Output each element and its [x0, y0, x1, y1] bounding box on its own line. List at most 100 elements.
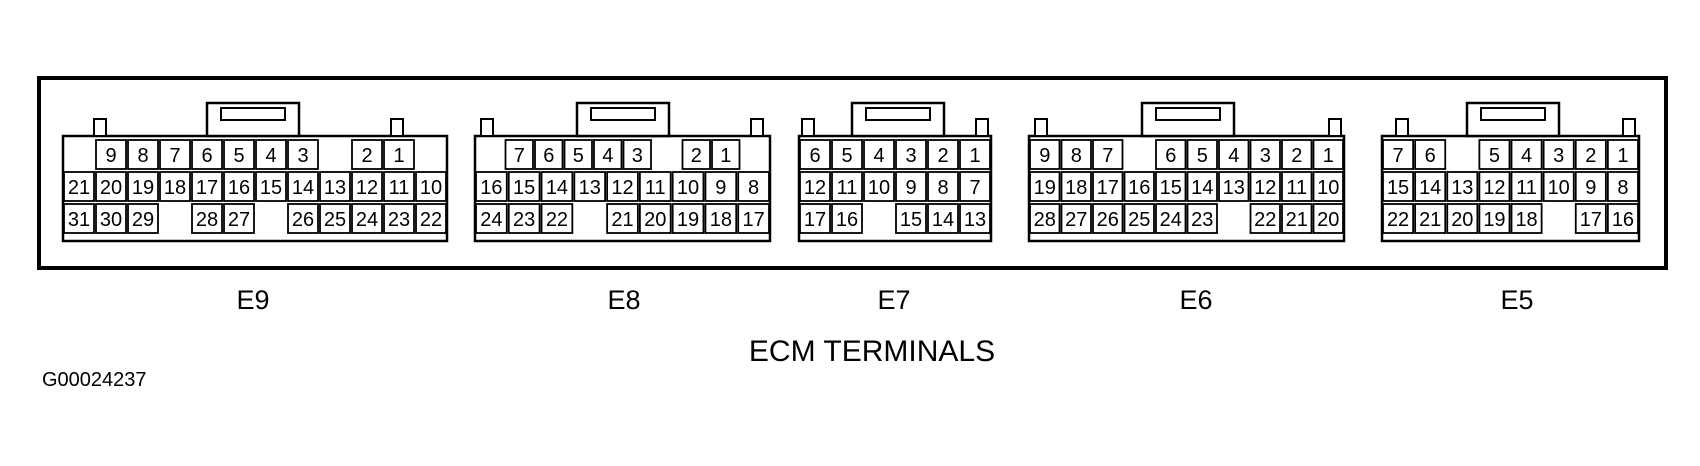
connector-tab — [1328, 118, 1342, 137]
terminal-cell — [959, 171, 991, 202]
terminal-cell — [159, 171, 191, 202]
terminal-cell — [287, 203, 319, 234]
terminal-number: 7 — [1393, 145, 1404, 167]
terminal-cell — [287, 171, 319, 202]
terminal-cell — [1312, 171, 1344, 202]
terminal-cell — [959, 139, 991, 170]
terminal-cell — [415, 171, 447, 202]
connector-label-e9: E9 — [236, 285, 270, 315]
terminal-number: 25 — [324, 209, 346, 231]
terminal-number: 9 — [905, 177, 916, 199]
connector-tab — [480, 118, 494, 137]
terminal-number: 5 — [1489, 145, 1500, 167]
terminal-cell — [895, 171, 927, 202]
connector-tab — [1622, 118, 1636, 137]
terminal-number: 3 — [905, 145, 916, 167]
terminal-number: 19 — [1483, 209, 1505, 231]
terminal-number: 21 — [68, 177, 90, 199]
terminal-cell — [711, 139, 741, 170]
terminal-cell — [255, 171, 287, 202]
connector-label-e8: E8 — [607, 285, 641, 315]
terminal-cell — [1478, 171, 1511, 202]
connector-label-e6: E6 — [1179, 285, 1213, 315]
connector-latch-slot — [590, 107, 656, 121]
terminal-number: 9 — [105, 145, 116, 167]
terminal-cell — [223, 139, 255, 170]
terminal-number: 22 — [1254, 209, 1276, 231]
connector-tab — [1395, 118, 1409, 137]
terminal-number: 26 — [1097, 209, 1119, 231]
terminal-number: 14 — [1191, 177, 1213, 199]
terminal-number: 28 — [1034, 209, 1056, 231]
terminal-number: 15 — [1387, 177, 1409, 199]
terminal-number: 6 — [201, 145, 212, 167]
terminal-cell — [1414, 171, 1447, 202]
terminal-cell — [563, 139, 593, 170]
terminal-number: 9 — [1585, 177, 1596, 199]
terminal-number: 12 — [356, 177, 378, 199]
terminal-cell — [1281, 203, 1313, 234]
terminal-cell — [671, 171, 705, 202]
terminal-number: 17 — [1580, 209, 1602, 231]
terminal-number: 14 — [1419, 177, 1441, 199]
terminal-cell — [593, 139, 623, 170]
terminal-cell — [1092, 171, 1124, 202]
terminal-number: 9 — [715, 177, 726, 199]
terminal-number: 7 — [169, 145, 180, 167]
terminal-cell — [223, 171, 255, 202]
terminal-number: 6 — [1165, 145, 1176, 167]
terminal-cell — [622, 139, 652, 170]
connector-tab — [801, 118, 815, 137]
terminal-number: 1 — [969, 145, 980, 167]
connector-latch-slot — [1480, 107, 1546, 121]
terminal-number: 5 — [573, 145, 584, 167]
terminal-number: 10 — [1317, 177, 1339, 199]
terminal-number: 20 — [1317, 209, 1339, 231]
connector-tab — [93, 118, 107, 137]
terminal-number: 20 — [100, 177, 122, 199]
terminal-cell — [507, 203, 541, 234]
terminal-cell — [927, 139, 959, 170]
terminal-number: 26 — [292, 209, 314, 231]
terminal-cell — [671, 203, 705, 234]
terminal-number: 3 — [1553, 145, 1564, 167]
terminal-cell — [704, 203, 738, 234]
terminal-cell — [127, 139, 159, 170]
terminal-number: 21 — [1419, 209, 1441, 231]
terminal-number: 15 — [1160, 177, 1182, 199]
terminal-number: 30 — [100, 209, 122, 231]
terminal-number: 4 — [1228, 145, 1239, 167]
terminal-cell — [475, 171, 508, 202]
terminal-number: 2 — [691, 145, 702, 167]
terminal-number: 14 — [292, 177, 314, 199]
terminal-number: 12 — [611, 177, 633, 199]
terminal-number: 21 — [611, 209, 633, 231]
terminal-cell — [959, 203, 991, 234]
terminal-cell — [95, 139, 127, 170]
terminal-cell — [1123, 171, 1155, 202]
ecm-housing-outline — [37, 76, 1668, 270]
terminal-cell — [223, 203, 255, 234]
terminal-number: 6 — [543, 145, 554, 167]
terminal-cell — [1186, 203, 1218, 234]
terminal-number: 11 — [389, 177, 410, 199]
terminal-number: 7 — [969, 177, 980, 199]
terminal-number: 13 — [579, 177, 601, 199]
terminal-number: 15 — [900, 209, 922, 231]
terminal-number: 20 — [1451, 209, 1473, 231]
terminal-cell — [1060, 171, 1092, 202]
terminal-cell — [540, 171, 574, 202]
figure-code: G00024237 — [42, 369, 147, 391]
terminal-number: 11 — [1516, 177, 1537, 199]
terminal-number: 11 — [1286, 177, 1307, 199]
terminal-cell — [1510, 171, 1543, 202]
terminal-number: 1 — [720, 145, 731, 167]
terminal-cell — [63, 171, 95, 202]
terminal-number: 9 — [1039, 145, 1050, 167]
terminal-number: 10 — [1548, 177, 1570, 199]
terminal-cell — [383, 203, 415, 234]
terminal-cell — [831, 203, 863, 234]
